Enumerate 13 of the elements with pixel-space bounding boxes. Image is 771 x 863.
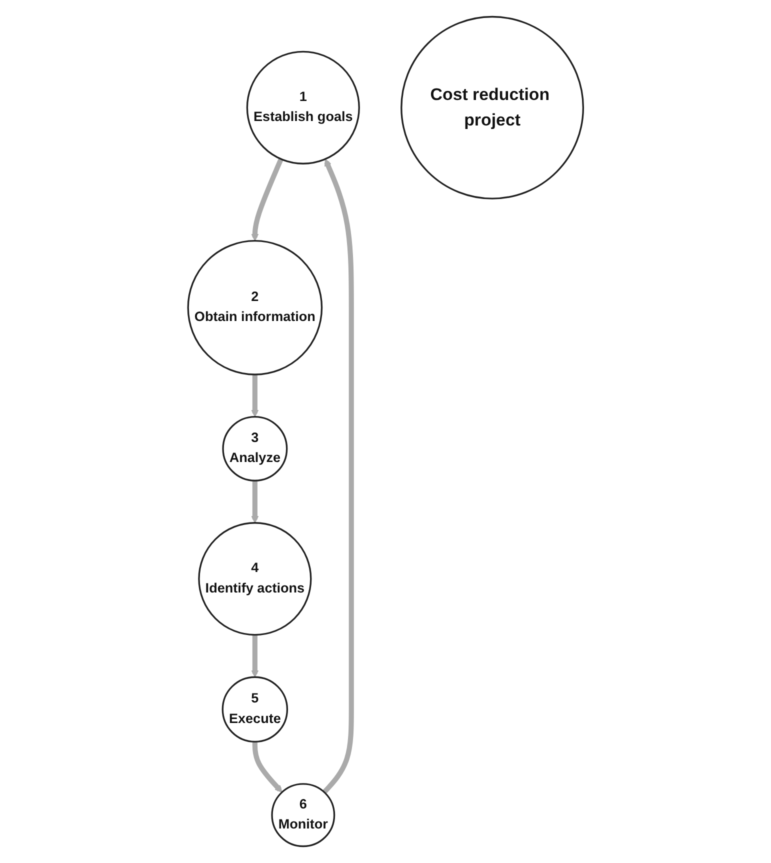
arrow [252,742,282,793]
node-circle: 5 Execute [222,676,288,743]
arrow [251,374,258,418]
arrow [322,158,354,794]
arrow [251,480,258,524]
node-circle: Cost reduction project [400,16,584,200]
node-circle: 6 Monitor [271,783,335,848]
node-circle: 4 Identify actions [198,522,312,636]
arrow [251,158,284,242]
node-circle: 2 Obtain information [187,240,322,376]
node-circle: 1 Establish goals [246,50,360,164]
arrow [251,634,258,678]
node-circle: 3 Analyze [222,416,288,482]
